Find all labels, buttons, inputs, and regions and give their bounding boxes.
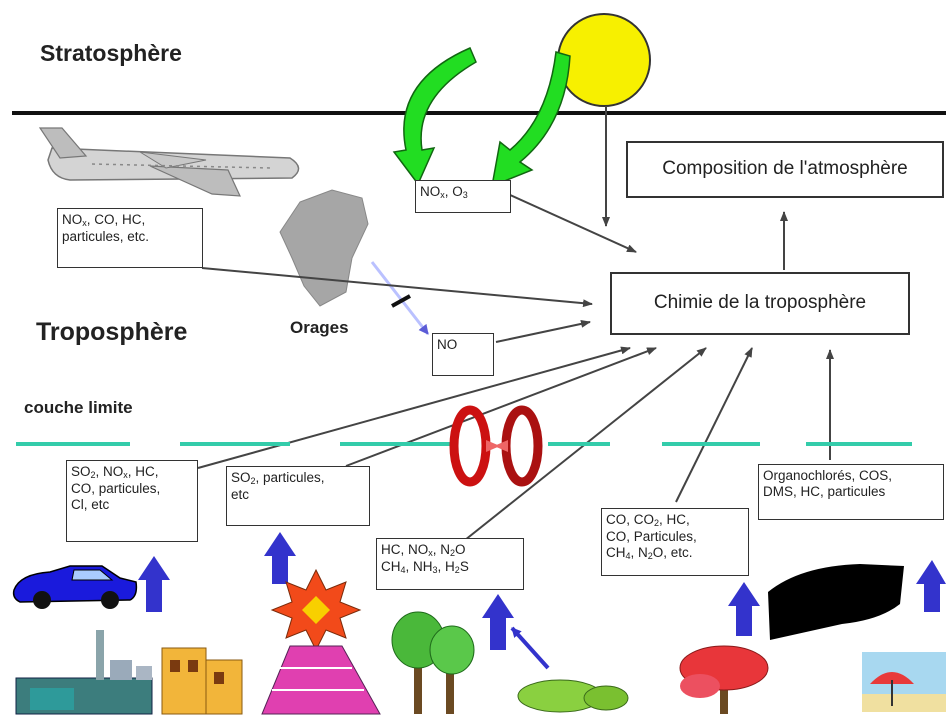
ocean-emissions-line1: Organochlorés, COS, [763, 468, 893, 483]
flow-arrows [197, 193, 834, 545]
houses-icon [161, 647, 243, 715]
airplane-icon [38, 127, 300, 197]
storms-label: Orages [290, 318, 349, 337]
volcano-icon [261, 568, 381, 715]
burning-tree-icon [679, 645, 769, 714]
ocean-emissions-box: Organochlorés, COS, DMS, HC, particules [758, 464, 944, 520]
factory-icon [15, 630, 153, 715]
green-arrow-left-icon [392, 47, 477, 186]
stratosphere-label: Stratosphère [40, 40, 182, 66]
beach-icon [862, 652, 946, 712]
stratospheric-input-box: NOx, O3 [415, 180, 511, 213]
cycle-arrows-icon [449, 405, 543, 487]
biomass-emissions-box: CO, CO2, HC, CO, Particules, CH4, N2O, e… [601, 508, 749, 576]
chemistry-label: Chimie de la troposphère [653, 292, 867, 314]
composition-box: Composition de l'atmosphère [626, 141, 944, 198]
aircraft-emissions-line1: NOx, CO, HC, [62, 212, 146, 228]
biomass-emissions-line3: CH4, N2O, etc. [606, 544, 693, 561]
biomass-emissions-line2: CO, Particules, [606, 528, 697, 544]
transport-emissions-line1: SO2, NOx, HC, [71, 464, 159, 480]
trees-icon [391, 611, 629, 714]
biomass-emissions-line1: CO, CO2, HC, [606, 512, 690, 528]
composition-label: Composition de l'atmosphère [662, 158, 908, 180]
storm-cloud-icon [279, 189, 369, 307]
lightning-bolt-icon [391, 294, 411, 308]
volcano-emissions-line2: etc [231, 486, 250, 502]
sun-icon [557, 13, 651, 107]
volcano-emissions-line1: SO2, particules, [231, 470, 325, 486]
transport-emissions-box: SO2, NOx, HC, CO, particules, Cl, etc [66, 460, 198, 542]
vegetation-emissions-box: HC, NOx, N2O CH4, NH3, H2S [376, 538, 524, 590]
lightning-arrow [370, 261, 430, 335]
ocean-surface-icon [768, 564, 904, 640]
vegetation-emissions-line1: HC, NOx, N2O [381, 542, 466, 558]
transport-emissions-line3: Cl, etc [71, 496, 110, 512]
volcano-emissions-box: SO2, particules, etc [226, 466, 370, 526]
lightning-no-box: NO [432, 333, 494, 376]
aircraft-emissions-box: NOx, CO, HC, particules, etc. [57, 208, 203, 268]
troposphere-label: Troposphère [36, 318, 188, 346]
ocean-emissions-line2: DMS, HC, particules [763, 483, 886, 499]
stratospheric-input-label: NOx, O3 [420, 184, 468, 200]
chemistry-box: Chimie de la troposphère [610, 272, 910, 335]
aircraft-emissions-line2: particules, etc. [62, 228, 150, 244]
vegetation-emissions-line2: CH4, NH3, H2S [381, 558, 469, 575]
green-arrow-right-icon [491, 51, 571, 188]
lightning-no-label: NO [437, 337, 458, 352]
car-icon [12, 565, 138, 609]
emission-arrows [138, 532, 946, 670]
boundary-layer-label: couche limite [24, 398, 133, 417]
transport-emissions-line2: CO, particules, [71, 480, 161, 496]
